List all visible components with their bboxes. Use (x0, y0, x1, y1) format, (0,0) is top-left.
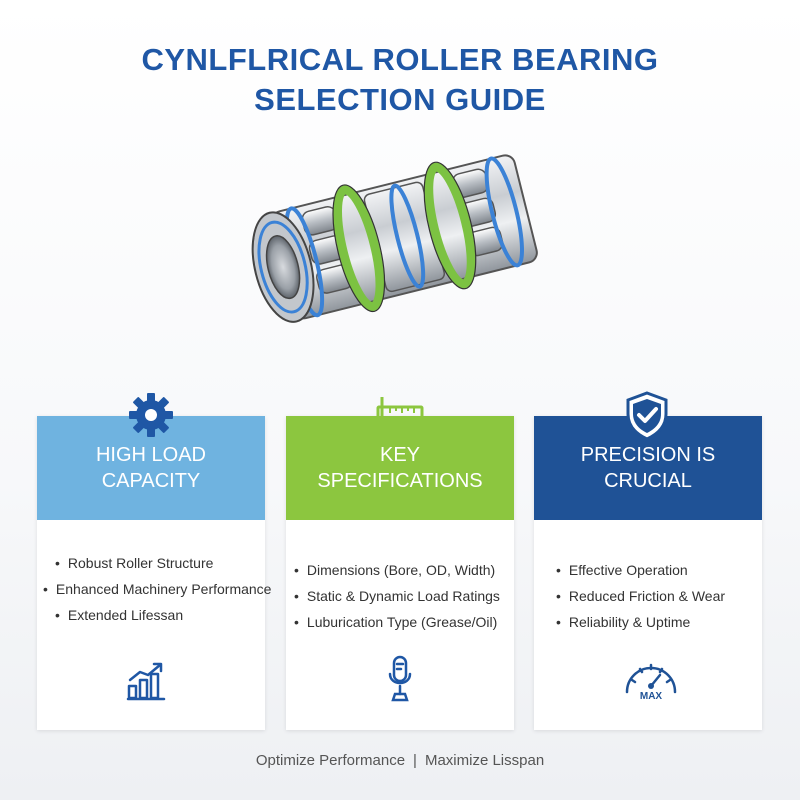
card-header: KEY SPECIFICATIONS (286, 416, 514, 520)
card-precision-is-crucial: PRECISION IS CRUCIAL Effective Operation… (534, 416, 762, 730)
bearing-illustration (251, 154, 538, 323)
footer-tagline: Optimize Performance | Maximize Lisspan (0, 752, 800, 769)
card-heading-line-2: SPECIFICATIONS (317, 470, 483, 492)
card-heading-line-1: PRECISION IS (580, 444, 716, 466)
list-item: Enhanced Machinery Performance (43, 576, 272, 602)
list-item: Reliability & Uptime (540, 609, 756, 635)
card-heading-line-2: CAPACITY (101, 470, 201, 492)
feature-list: Dimensions (Bore, OD, Width) Static & Dy… (292, 557, 508, 635)
list-item: Luburication Type (Grease/Oil) (292, 609, 508, 635)
speedometer-icon: MAX (625, 663, 677, 702)
list-item: Effective Operation (540, 557, 756, 583)
footer-right: Maximize Lisspan (424, 752, 545, 769)
title-line-2: SELECTION GUIDE (254, 82, 546, 117)
list-item: Static & Dynamic Load Ratings (292, 583, 508, 609)
list-item: Reduced Friction & Wear (540, 583, 756, 609)
card-heading-line-2: CRUCIAL (604, 470, 692, 492)
title-line-1: CYNLFLRICAL ROLLER BEARING (141, 42, 659, 77)
oil-gauge-icon (388, 655, 412, 702)
gear-icon (129, 393, 173, 437)
growth-chart-icon (126, 662, 166, 701)
footer-separator: | (413, 752, 417, 769)
gauge-max-label: MAX (640, 691, 663, 702)
shield-check-icon (626, 391, 668, 441)
card-header: HIGH LOAD CAPACITY (37, 416, 265, 520)
card-heading-line-1: KEY (379, 444, 421, 466)
card-key-specifications: KEY SPECIFICATIONS Dimensions (Bore, OD,… (286, 416, 514, 730)
list-item: Extended Lifessan (43, 602, 259, 628)
card-heading-line-1: HIGH LOAD (95, 444, 207, 466)
list-item: Dimensions (Bore, OD, Width) (292, 557, 508, 583)
ruler-icon (376, 397, 424, 431)
feature-list: Effective Operation Reduced Friction & W… (540, 557, 756, 635)
list-item: Robust Roller Structure (43, 550, 259, 576)
card-high-load-capacity: HIGH LOAD CAPACITY Robust Roller Structu… (37, 416, 272, 730)
feature-list: Robust Roller Structure Enhanced Machine… (43, 550, 272, 628)
page-title: CYNLFLRICAL ROLLER BEARING SELECTION GUI… (0, 40, 800, 120)
footer-left: Optimize Performance (255, 752, 406, 769)
